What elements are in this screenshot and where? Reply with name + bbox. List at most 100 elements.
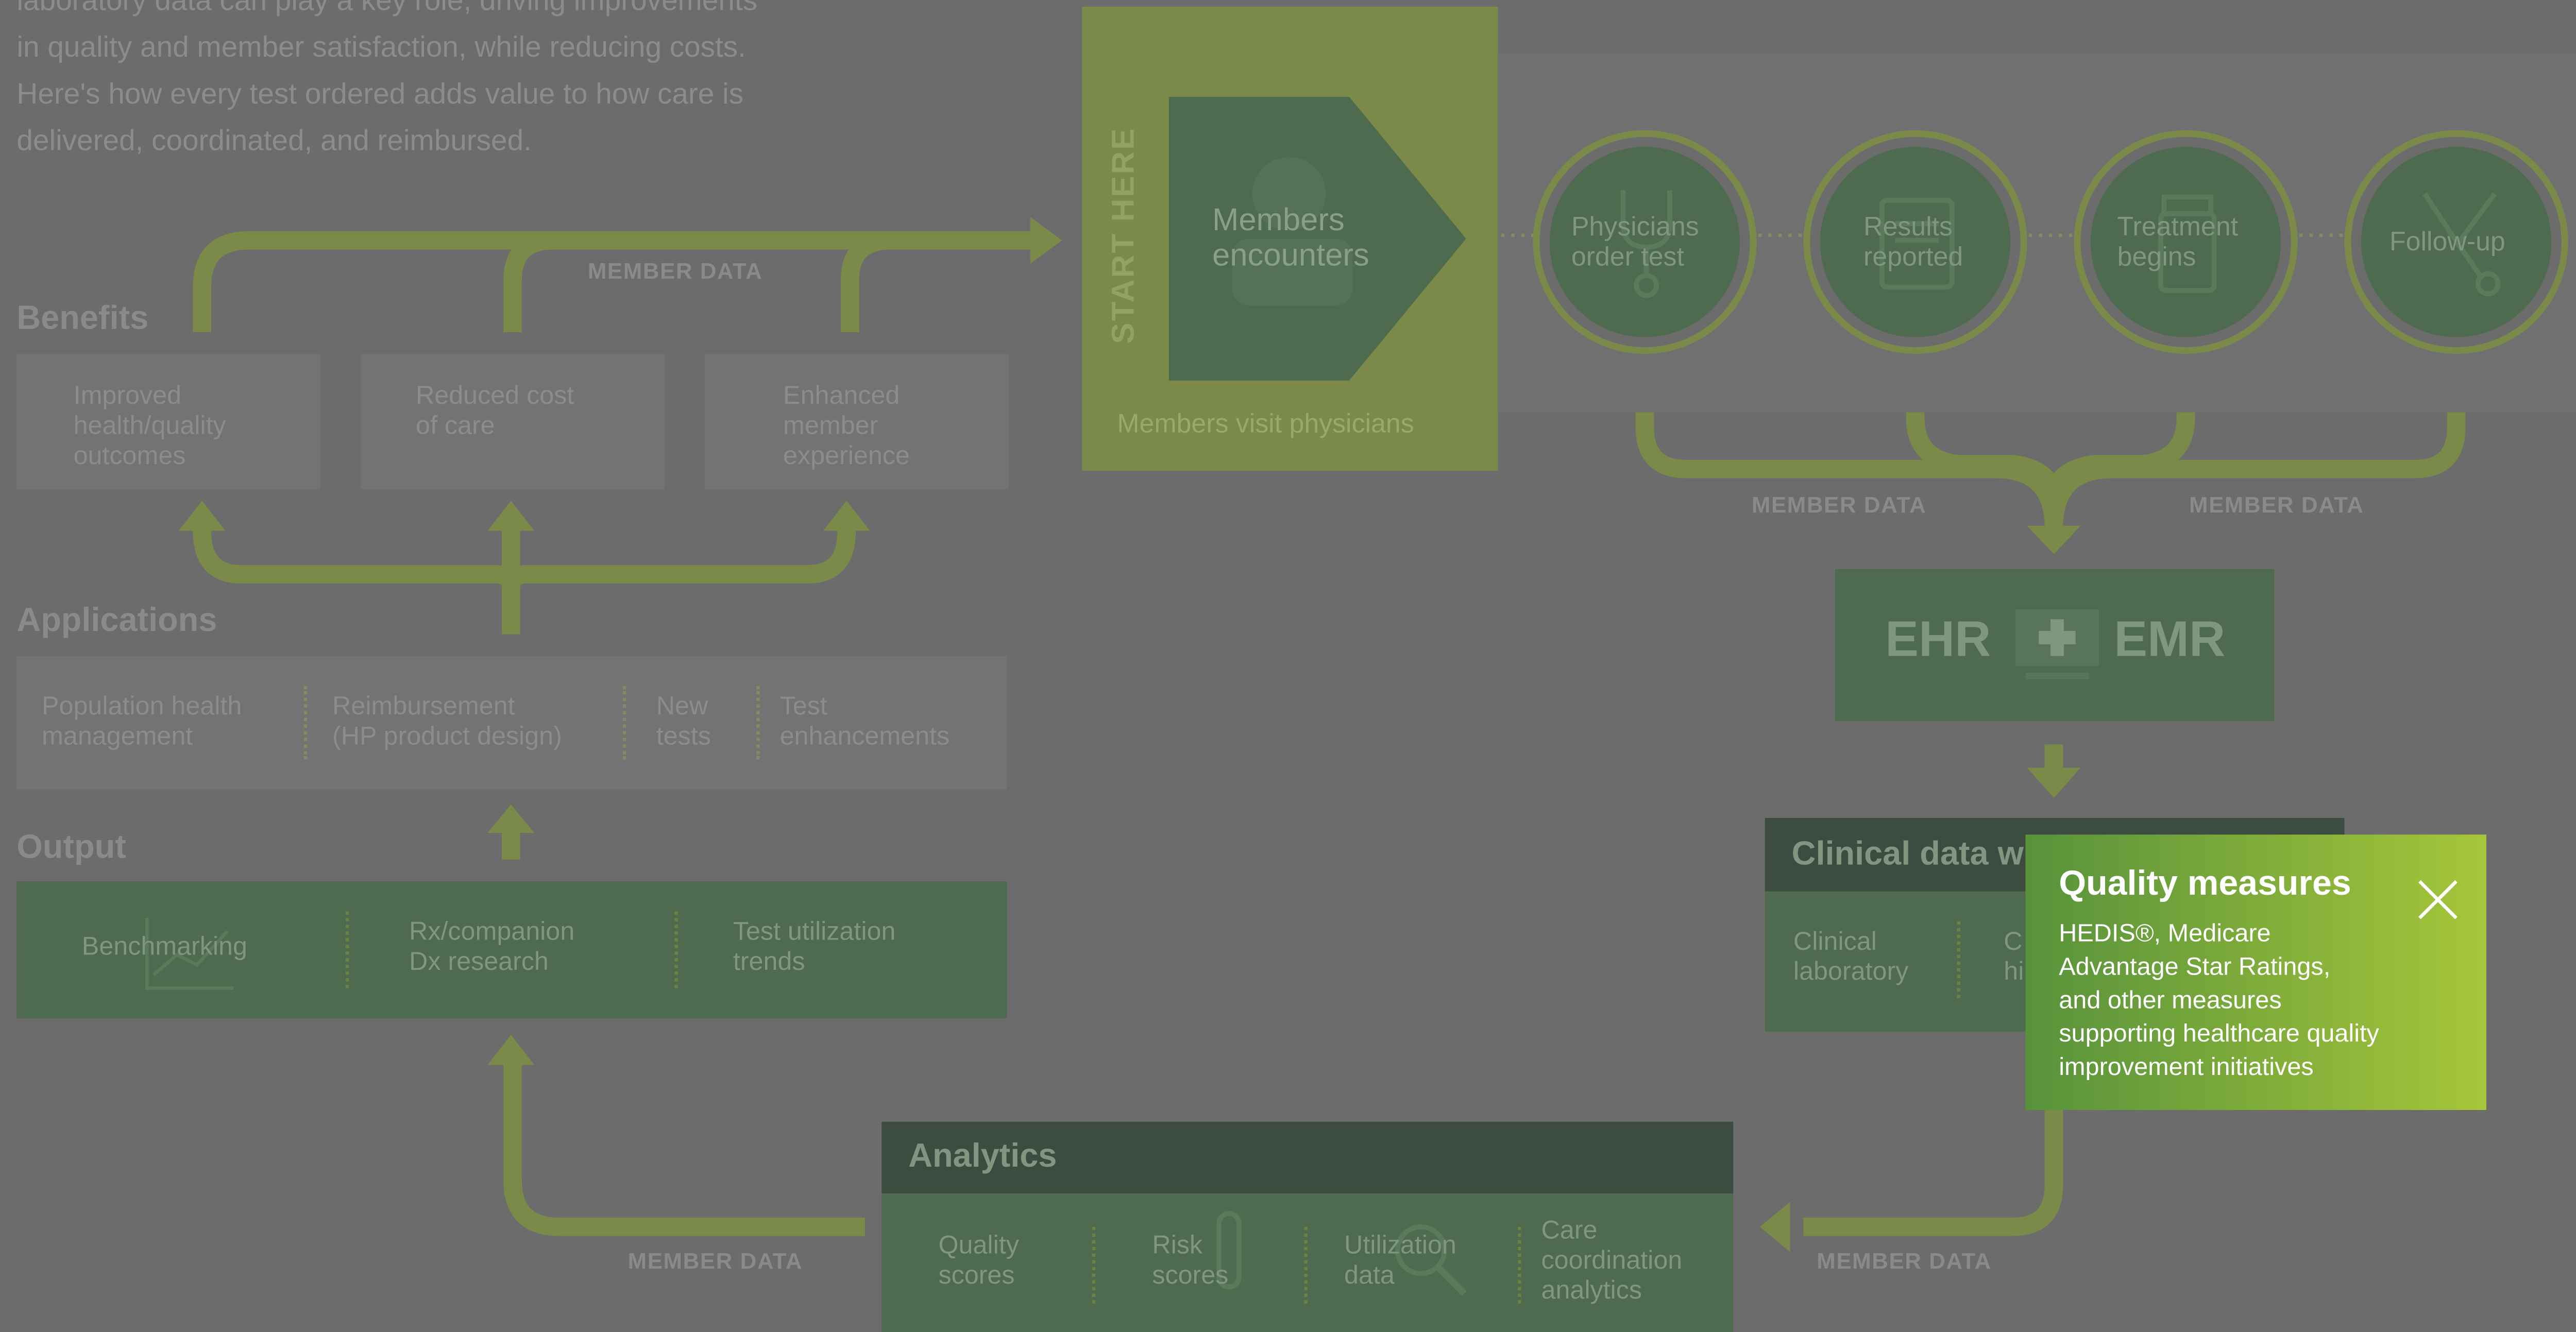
ehr-emr-box: EHR EMR: [1835, 569, 2275, 721]
arrowhead-applications: [487, 804, 535, 833]
connector-clinical-analytics: [1803, 1109, 2063, 1236]
clinical-line: Clinical: [1793, 928, 1877, 957]
benefit-card: Reduced cost of care: [361, 354, 665, 489]
step-circle-followup: Follow-up: [2361, 147, 2552, 337]
member-data-label: MEMBER DATA: [628, 1248, 803, 1274]
close-icon: [2418, 880, 2458, 919]
divider: [303, 686, 308, 760]
intro-text: laboratory data can play a key role, dri…: [16, 0, 918, 164]
analytics-line: scores: [1152, 1261, 1229, 1290]
connector-step-4: [2044, 349, 2466, 528]
analytics-title: Analytics: [908, 1138, 1057, 1175]
step-circle-treatment: Treatment begins: [2090, 147, 2281, 337]
benefit-line: outcomes: [73, 442, 186, 471]
benefit-line: Improved: [73, 382, 182, 411]
connector-benefit-2: [503, 231, 553, 332]
step-line: Physicians: [1571, 213, 1699, 242]
application-line: Test: [779, 692, 827, 721]
member-data-label: MEMBER DATA: [1751, 492, 1927, 518]
benefit-line: health/quality: [73, 412, 226, 441]
output-line: Test utilization: [733, 918, 896, 947]
thermometer-icon: [1216, 1211, 1242, 1290]
application-line: enhancements: [779, 723, 950, 752]
connector-apps-right: [501, 530, 856, 589]
benefit-line: member: [783, 412, 878, 441]
application-line: management: [42, 723, 193, 752]
stethoscope-icon: [1620, 190, 1672, 298]
start-caption: Members visit physicians: [1117, 411, 1414, 439]
output-label: Benchmarking: [81, 933, 247, 962]
benefit-line: of care: [416, 412, 495, 441]
benefit-card: Enhanced member experience: [704, 354, 1009, 489]
analytics-line: scores: [938, 1261, 1015, 1290]
output-line: Rx/companion: [409, 918, 575, 947]
connector-benefits-top: [193, 231, 1036, 332]
member-data-label: MEMBER DATA: [1817, 1248, 1992, 1274]
step-line: order test: [1571, 244, 1684, 272]
analytics-line: analytics: [1541, 1277, 1642, 1306]
application-line: tests: [656, 723, 711, 752]
popup-title: Quality measures: [2059, 864, 2351, 903]
step-line: reported: [1863, 244, 1963, 272]
encounter-line: encounters: [1212, 238, 1369, 274]
divider: [756, 686, 760, 760]
start-here-block: START HERE Members encounters Members vi…: [1082, 6, 1498, 471]
arrowhead-analytics: [1760, 1202, 1790, 1252]
arrowhead-clinical: [2027, 767, 2081, 798]
step-line: begins: [2117, 244, 2196, 272]
analytics-line: data: [1344, 1261, 1395, 1290]
encounter-line: Members: [1212, 203, 1345, 239]
dotted-connectors: [1501, 233, 2350, 237]
step-circle-results: Results reported: [1820, 147, 2011, 337]
divider: [345, 911, 349, 988]
clinical-line: C: [2004, 928, 2023, 957]
arrowhead-output: [487, 1035, 535, 1065]
chart-icon: [145, 918, 234, 990]
popup-description: HEDIS®, Medicare Advantage Star Ratings,…: [2059, 918, 2468, 1085]
benefits-title: Benefits: [16, 300, 149, 337]
divider: [1304, 1226, 1308, 1304]
intro-line: Here's how every test ordered adds value…: [16, 77, 744, 110]
analytics-line: coordination: [1541, 1246, 1683, 1275]
benefit-card: Improved health/quality outcomes: [16, 354, 321, 489]
popup-line: HEDIS®, Medicare: [2059, 919, 2271, 948]
analytics-body: Quality scores Risk scores Utilization d…: [882, 1193, 1734, 1332]
application-line: (HP product design): [332, 723, 562, 752]
application-line: Reimbursement: [332, 692, 515, 721]
benefit-line: experience: [783, 442, 910, 471]
encounter-arrow: [1168, 96, 1466, 381]
divider: [1957, 921, 1961, 998]
output-bar: Benchmarking Rx/companion Dx research Te…: [16, 881, 1007, 1018]
analytics-line: Quality: [938, 1232, 1019, 1260]
emr-label: EMR: [2114, 612, 2226, 668]
arrowhead-ehr: [2027, 525, 2081, 554]
clinical-line: hi: [2004, 958, 2024, 987]
close-button[interactable]: [2416, 878, 2460, 921]
stethoscope-icon: [2422, 192, 2501, 297]
benefit-line: Enhanced: [783, 382, 900, 411]
member-data-label: MEMBER DATA: [587, 259, 763, 284]
divider: [1518, 1226, 1521, 1304]
analytics-line: Risk: [1152, 1232, 1203, 1260]
member-data-label: MEMBER DATA: [2189, 492, 2364, 518]
start-here-label: START HERE: [1107, 127, 1142, 344]
ehr-label: EHR: [1885, 612, 1991, 668]
divider: [622, 686, 626, 760]
application-line: New: [656, 692, 708, 721]
analytics-header: Analytics: [882, 1121, 1734, 1194]
connector-analytics-output: [503, 1062, 865, 1236]
applications-card: Population health management Reimburseme…: [16, 656, 1007, 790]
arrowhead-benefit-3: [823, 501, 870, 531]
output-line: Dx research: [409, 948, 549, 977]
quality-measures-popup: Quality measures HEDIS®, Medicare Advant…: [2025, 834, 2486, 1110]
popup-line: Advantage Star Ratings,: [2059, 953, 2331, 982]
divider: [674, 911, 678, 988]
step-circle-physicians: Physicians order test: [1549, 147, 1740, 337]
popup-line: supporting healthcare quality: [2059, 1020, 2379, 1049]
connector-benefit-3: [840, 231, 891, 332]
connector-apps-left: [193, 530, 520, 589]
clinical-line: laboratory: [1793, 958, 1909, 987]
step-line: Treatment: [2117, 213, 2239, 242]
arrowhead-benefit-1: [178, 501, 226, 531]
